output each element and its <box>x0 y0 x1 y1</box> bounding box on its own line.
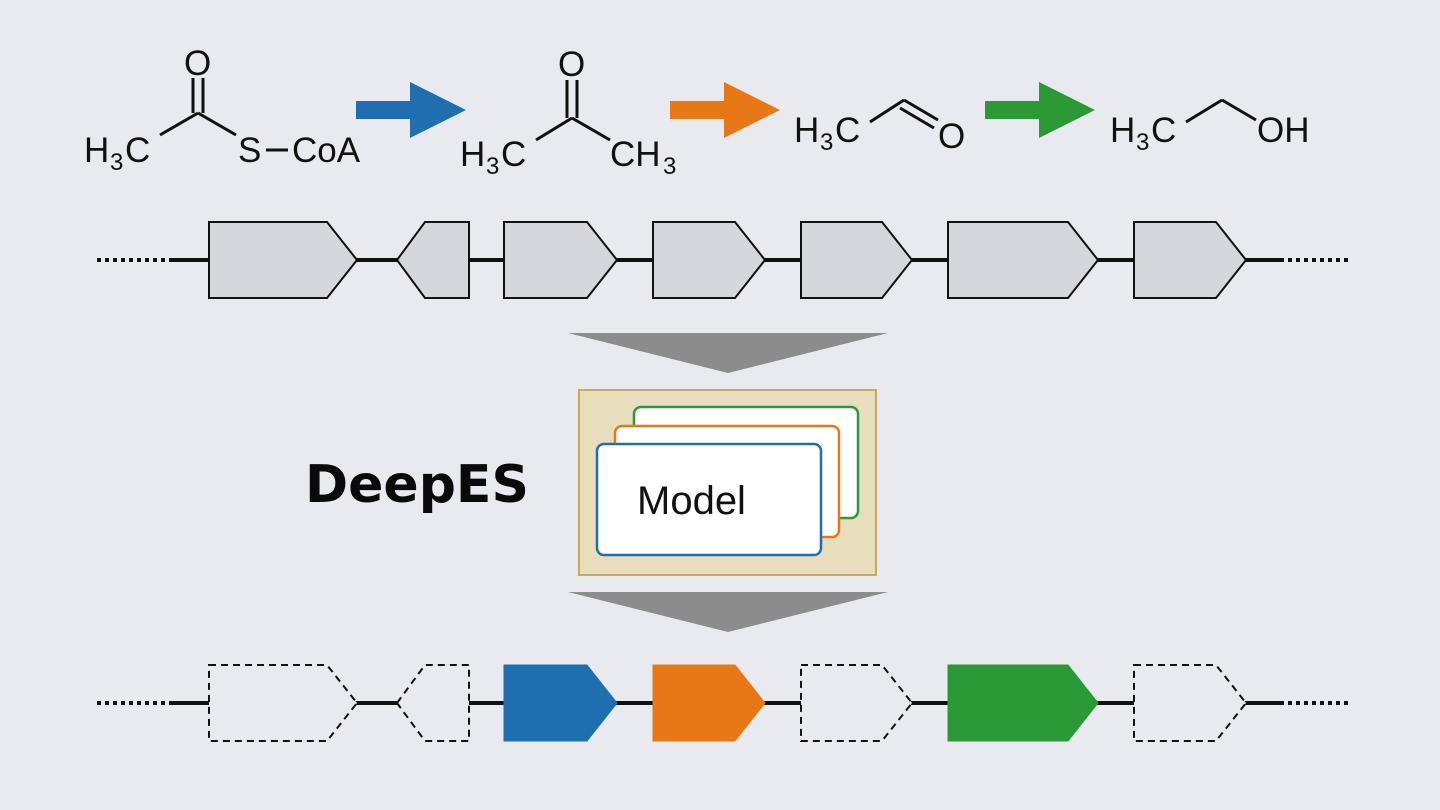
funnel-arrow <box>568 333 888 373</box>
gene-arrow-outline <box>1133 664 1248 742</box>
model-title: DeepES <box>305 455 529 515</box>
model-card-front <box>595 442 823 557</box>
reaction-arrow-green <box>985 82 1095 138</box>
model-label: Model <box>637 479 746 523</box>
reaction-arrow-blue <box>356 82 466 138</box>
h-label: H <box>460 135 485 174</box>
oxygen-label: O <box>558 45 585 84</box>
carbon-label: C <box>835 111 860 150</box>
gene-arrow <box>395 221 470 299</box>
hydroxyl-label: OH <box>1257 111 1310 150</box>
ethanol-structure: H 3 C OH <box>1110 98 1310 156</box>
gene-arrow-outline <box>208 664 359 742</box>
gene-arrow <box>503 221 619 299</box>
carbon-label: C <box>501 135 526 174</box>
subscript-3: 3 <box>110 149 123 176</box>
acetyl-coa-structure: O H 3 C S CoA <box>84 44 361 176</box>
subscript-3: 3 <box>1136 129 1149 156</box>
predicted-gene-cluster <box>97 664 1350 742</box>
coa-label: CoA <box>292 131 361 170</box>
gene-arrow-outline <box>395 664 470 742</box>
gene-arrow <box>1133 221 1248 299</box>
subscript-3: 3 <box>486 153 499 180</box>
reaction-arrow-orange <box>670 82 780 138</box>
gene-arrow <box>652 221 767 299</box>
model-block: DeepES Model <box>305 389 877 576</box>
funnel-arrow <box>568 592 888 632</box>
gene-cluster <box>97 221 1350 299</box>
h-label: H <box>794 111 819 150</box>
oxygen-label: O <box>938 117 965 156</box>
subscript-3: 3 <box>820 129 833 156</box>
oxygen-label: O <box>184 44 211 83</box>
gene-arrow <box>208 221 359 299</box>
carbon-label: C <box>1151 111 1176 150</box>
gene-arrow-highlighted <box>503 664 618 742</box>
gene-arrow-highlighted <box>947 664 1099 742</box>
acetaldehyde-structure: H 3 C O <box>794 98 965 156</box>
carbon-label: C <box>125 131 150 170</box>
reaction-pathway: O H 3 C S CoA O H 3 C CH 3 <box>84 44 1310 180</box>
subscript-3: 3 <box>663 153 676 180</box>
ch-label: CH <box>610 135 661 174</box>
gene-arrow <box>947 221 1100 299</box>
h-label: H <box>1110 111 1135 150</box>
sulfur-label: S <box>238 131 261 170</box>
gene-arrow-outline <box>800 664 914 742</box>
acetone-structure: O H 3 C CH 3 <box>460 45 676 180</box>
gene-arrow-highlighted <box>652 664 766 742</box>
h-label: H <box>84 131 109 170</box>
gene-arrow <box>800 221 914 299</box>
